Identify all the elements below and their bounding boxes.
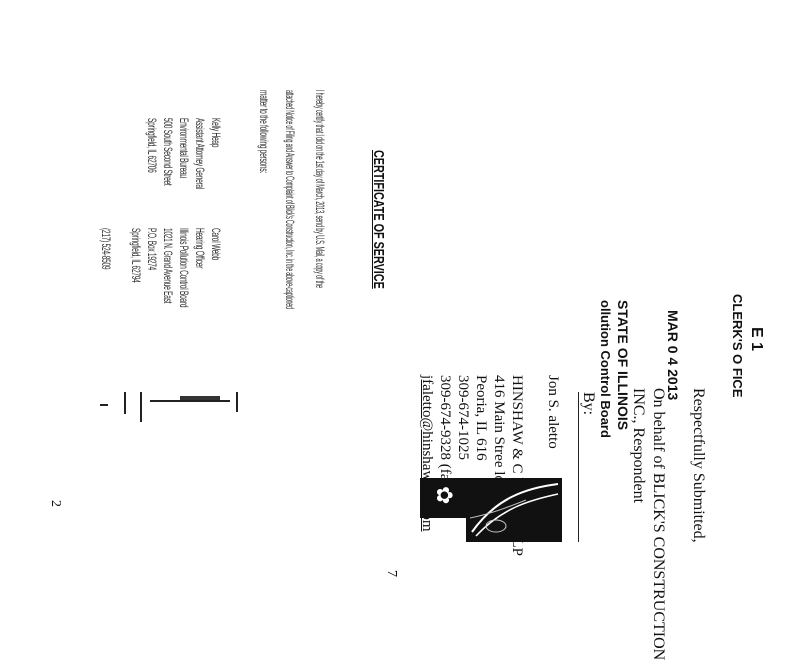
city-address: Peoria, IL 616 xyxy=(473,375,489,461)
scribble-mark xyxy=(180,396,220,402)
firm-logo-image xyxy=(466,478,562,542)
stray-mark: 7 xyxy=(384,570,399,577)
contact-1-city: 500 South Second Street xyxy=(161,118,175,186)
certificate-body-line-3: matter to the following persons: xyxy=(257,90,271,173)
contact-2-city: 1021 N. Grand Avenue East xyxy=(161,228,175,304)
certificate-heading: CERTIFICATE OF SERVICE xyxy=(370,150,387,289)
scribble-mark xyxy=(100,404,108,406)
by-label: By: xyxy=(580,392,597,416)
phone-number: 309-674-1025 xyxy=(455,375,471,460)
on-behalf-line-1: On behalf of BLICK'S CONSTRUCTION xyxy=(650,388,667,660)
contact-2-phone: (217) 524-8509 xyxy=(99,228,113,270)
stamp-number: E 1 xyxy=(748,327,765,352)
contact-2-addr: Illinois Pollution Control Board xyxy=(177,228,191,308)
stamp-date: MAR 0 4 2013 xyxy=(665,310,681,401)
scribble-mark xyxy=(140,392,142,422)
certificate-body-line-2: attached Notice of Filing and Answer to … xyxy=(283,90,297,309)
stamp-state: STATE OF ILLINOIS xyxy=(615,300,631,431)
scan-artifact xyxy=(420,478,466,518)
attorney-name: Jon S. aletto xyxy=(545,375,561,449)
document-page: Respectfully Submitted, On behalf of BLI… xyxy=(48,90,765,660)
contact-1-name: Kelly Heap xyxy=(209,118,223,148)
contact-1-zip: Springfield, IL 62706 xyxy=(145,118,159,173)
certificate-body-line-1: I hereby certify that I did on the 1st d… xyxy=(313,90,327,288)
on-behalf-line-2: INC., Respondent xyxy=(630,388,647,504)
fax-number: 309-674-9328 (fax) xyxy=(437,375,453,493)
contact-1-org: Assistant Attorney General xyxy=(193,118,207,189)
stamp-board: ollution Control Board xyxy=(598,300,613,438)
scribble-mark xyxy=(236,392,238,412)
scribble-mark xyxy=(150,400,230,402)
page-number: 2 xyxy=(48,500,63,507)
contact-2-zip2: Springfield, IL 62794 xyxy=(129,228,143,283)
closing-text: Respectfully Submitted, xyxy=(690,388,707,543)
contact-2-zip: P.O. Box 19274 xyxy=(145,228,159,270)
contact-2-name: Carol Webb xyxy=(209,228,223,260)
contact-2-org: Hearing Officer xyxy=(193,228,207,269)
signature-line xyxy=(578,392,579,542)
contact-1-addr: Environmental Bureau xyxy=(177,118,191,178)
stamp-office: CLERK'S O FICE xyxy=(730,294,745,398)
logo-mark-icon: ✿ xyxy=(432,486,457,505)
scribble-mark xyxy=(124,392,126,414)
